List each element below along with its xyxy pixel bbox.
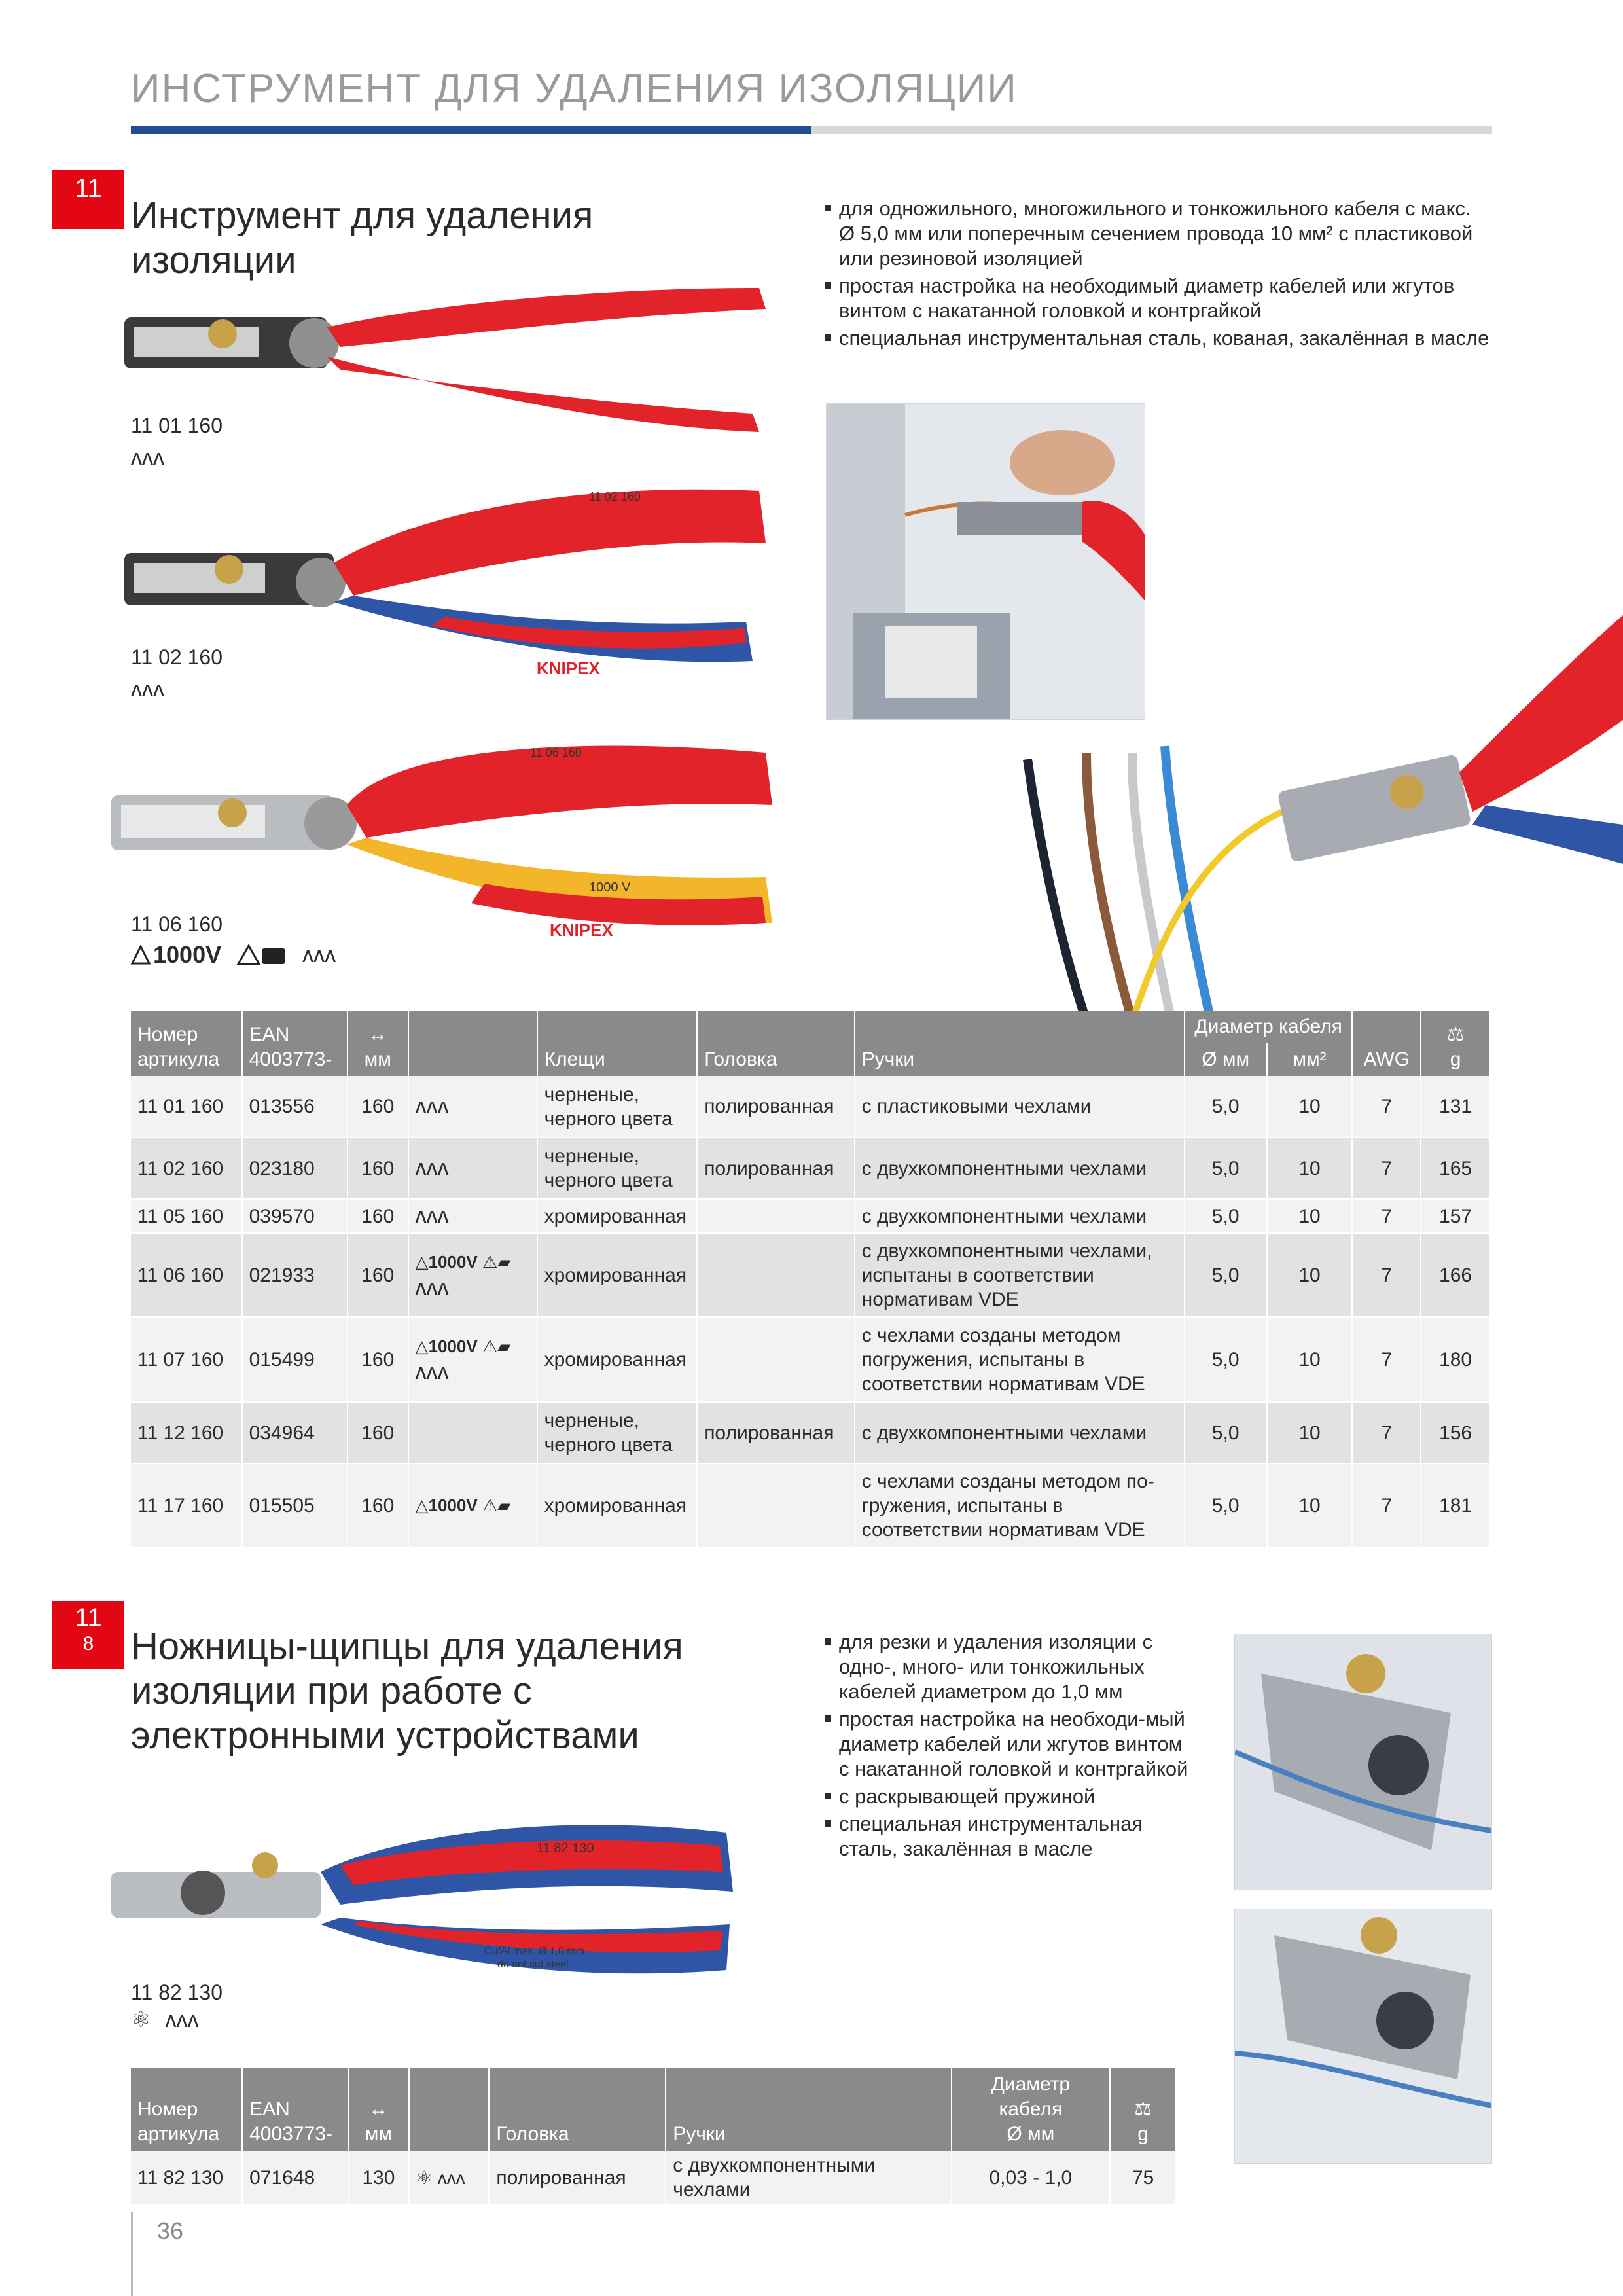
col-header-symbols — [408, 1011, 538, 1076]
pliers-image-11-82-130: 11 82 130 Cu/Al max. Ø 1,0 mm do not cut… — [111, 1825, 733, 1974]
col-header-handles: Ручки — [854, 1011, 1185, 1076]
section-title: Ножницы-щипцы для удаления изоляции при … — [131, 1625, 683, 1757]
voltage-rating: 1000V — [131, 941, 221, 969]
scale-icon: ⚖ — [1446, 1024, 1465, 1045]
col-header-weight: ⚖g — [1110, 2068, 1177, 2151]
col-header-handles: Ручки — [666, 2068, 952, 2151]
spring-icon: ʌʌʌ — [165, 2007, 199, 2032]
col-header-pliers: Клещи — [537, 1011, 698, 1076]
col-header-diameter-mm: Ø мм — [1184, 1043, 1268, 1076]
col-header-awg: AWG — [1352, 1011, 1422, 1076]
spring-icon: ʌʌʌ — [415, 1155, 449, 1180]
col-header-length: ↔мм — [348, 2068, 410, 2151]
spring-icon: ʌʌʌ — [131, 677, 164, 702]
col-header-head: Головка — [697, 1011, 855, 1076]
feature-item: простая настройка на необходимый диаметр… — [823, 274, 1491, 323]
table-row: 11 07 160 015499 160 △1000V ⚠▰ʌʌʌ хромир… — [131, 1317, 1491, 1403]
header-rule — [131, 126, 1492, 134]
feature-list: для одножильного, многожильного и тонкож… — [823, 196, 1491, 353]
length-arrow-icon: ↔ — [368, 1024, 388, 1045]
pliers-image-11-06-160: 11 06 160 1000 V KNIPEX — [111, 745, 772, 940]
esd-spring-icons: ⚛ ʌʌʌ — [416, 2167, 465, 2188]
col-header-head: Головка — [489, 2068, 667, 2151]
feature-item: для резки и удаления изоляции с одно-, м… — [823, 1630, 1190, 1704]
table-row: 11 82 130 071648 130 ⚛ ʌʌʌ полированная … — [131, 2151, 1177, 2206]
page-number-rule — [131, 2212, 133, 2296]
warning-triangle-icon — [131, 945, 151, 965]
spring-icon: ʌʌʌ — [415, 1093, 449, 1119]
scale-icon: ⚖ — [1134, 2098, 1152, 2120]
vde-icon — [236, 943, 286, 965]
spring-icon: ʌʌʌ — [131, 445, 164, 470]
feature-list: для резки и удаления изоляции с одно-, м… — [823, 1630, 1190, 1864]
usage-photo-wires — [1023, 615, 1623, 1021]
col-header-symbols — [408, 2068, 490, 2151]
spring-icon: ʌʌʌ — [302, 942, 336, 967]
tool-print: 11 02 160 — [589, 490, 641, 503]
col-header-cable-diameter: Диаметр кабеля — [1184, 1011, 1353, 1043]
feature-item: с раскрывающей пружиной — [823, 1784, 1190, 1809]
section-badge: 11 8 — [52, 1601, 124, 1669]
tool-print: 1000 V — [589, 880, 631, 895]
tool-print: 11 82 130 — [537, 1841, 594, 1856]
feature-item: простая настройка на необходи-мый диамет… — [823, 1707, 1190, 1782]
table-row: 11 01 160 013556 160 ʌʌʌ черненые, черно… — [131, 1076, 1491, 1138]
feature-item: специальная инструментальная сталь, кова… — [823, 326, 1491, 351]
esd-atom-icon: ⚛ — [131, 2007, 151, 2032]
product-code: 11 82 130 — [131, 1981, 223, 2004]
voltage-1000v-icon: △1000V ⚠▰ — [415, 1495, 511, 1515]
tool-print: do not cut steel — [497, 1959, 569, 1970]
voltage-1000v-icon: △1000V ⚠▰ — [415, 1336, 511, 1356]
col-header-length: ↔мм — [348, 1011, 409, 1076]
feature-item: для одножильного, многожильного и тонкож… — [823, 196, 1491, 271]
table-row: 11 12 160 034964 160 черненые, черного ц… — [131, 1402, 1491, 1464]
product-code: 11 01 160 — [131, 414, 223, 437]
table-row: 11 05 160 039570 160 ʌʌʌ хромированная с… — [131, 1199, 1491, 1234]
product-symbols: 1000V ʌʌʌ — [131, 941, 336, 969]
col-header-weight: ⚖g — [1421, 1011, 1491, 1076]
col-header-mm2: мм² — [1266, 1043, 1353, 1076]
detail-photo-cutting — [1234, 1634, 1492, 1890]
spring-icon: ʌʌʌ — [415, 1275, 449, 1300]
brand-print: KNIPEX — [537, 658, 600, 678]
tool-print: Cu/Al max. Ø 1,0 mm — [484, 1946, 584, 1957]
feature-item: специальная инструментальная сталь, зака… — [823, 1812, 1190, 1861]
brand-print: KNIPEX — [550, 920, 613, 940]
table-row: 11 02 160 023180 160 ʌʌʌ черненые, черно… — [131, 1138, 1491, 1200]
product-code: 11 02 160 — [131, 645, 223, 669]
detail-photo-stripping — [1234, 1909, 1492, 2164]
voltage-1000v-icon: △1000V ⚠▰ — [415, 1252, 511, 1272]
pliers-image-11-01-160 — [124, 288, 766, 432]
tool-print: 11 06 160 — [530, 746, 582, 759]
table-row: 11 06 160 021933 160 △1000V ⚠▰ʌʌʌ хромир… — [131, 1233, 1491, 1318]
spring-icon: ʌʌʌ — [415, 1203, 449, 1228]
pliers-image-11-02-160: 11 02 160 KNIPEX — [124, 489, 766, 678]
usage-photo-hand — [826, 403, 1145, 720]
page-number: 36 — [157, 2217, 184, 2244]
section-badge: 11 — [52, 170, 124, 229]
page-header-title: ИНСТРУМЕНТ ДЛЯ УДАЛЕНИЯ ИЗОЛЯЦИИ — [131, 66, 1018, 111]
product-symbols: ⚛ ʌʌʌ — [131, 2007, 198, 2033]
table-row: 11 17 160 015505 160 △1000V ⚠▰ хромирова… — [131, 1463, 1491, 1548]
length-arrow-icon: ↔ — [368, 2098, 389, 2120]
spring-icon: ʌʌʌ — [415, 1359, 449, 1384]
product-code: 11 06 160 — [131, 912, 223, 936]
section-title: Инструмент для удаления изоляции — [131, 194, 594, 281]
